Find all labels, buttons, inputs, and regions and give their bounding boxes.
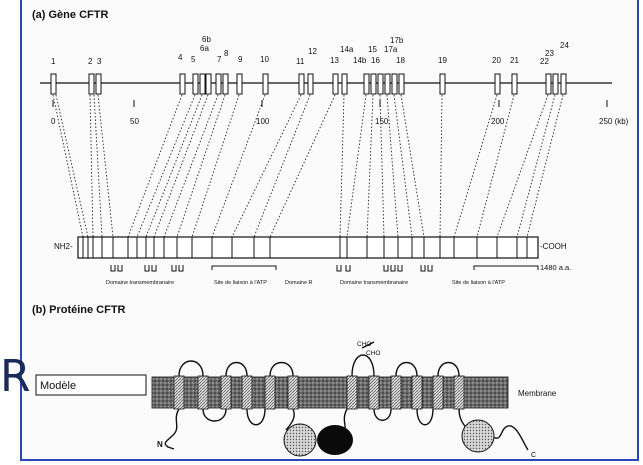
domain-brackets [211, 265, 539, 270]
exon-1 [50, 73, 57, 95]
protein-bar [77, 236, 539, 259]
length-label: 1480 a.a. [540, 263, 571, 272]
exon-label: 4 [178, 53, 183, 62]
scale-label: 200 [491, 117, 505, 126]
exon-label: 13 [330, 56, 339, 65]
domain-label: Domaine transmembranaire [106, 280, 174, 286]
exon-3 [95, 73, 102, 95]
exon-label: 6b [202, 35, 211, 44]
exon-2 [88, 73, 95, 95]
exon-15 [370, 73, 377, 95]
scale-label: 150 [375, 117, 389, 126]
exon-4 [179, 73, 186, 95]
nucleotide-binding-domain-2 [461, 419, 495, 453]
cho-label-1: CHO [357, 341, 371, 348]
exon-label: 12 [308, 47, 317, 56]
exon-label: 23 [545, 49, 554, 58]
model-box-label: Modèle [40, 380, 76, 392]
exon-label: 17b [390, 36, 404, 45]
exon-label: 21 [510, 56, 519, 65]
nh2-label: NH2- [54, 242, 73, 251]
exon-label: 14b [353, 56, 367, 65]
exon-label: 15 [368, 45, 377, 54]
exon-label: 10 [260, 55, 269, 64]
scale-label: 250 (kb) [599, 117, 629, 126]
exon-17a [384, 73, 391, 95]
exon-11 [298, 73, 305, 95]
exon-label: 20 [492, 56, 501, 65]
exon-10 [262, 73, 269, 95]
exon-18 [398, 73, 405, 95]
exon-14a [341, 73, 348, 95]
cho-label-2: CHO [366, 350, 380, 357]
exon-16 [377, 73, 384, 95]
exon-boxes [50, 73, 567, 95]
domain-label: Domaine R [285, 280, 313, 286]
transmembrane-helices [173, 375, 465, 410]
slide-title-fragment: R [0, 351, 31, 402]
exon-6a [199, 73, 206, 95]
exon-19 [439, 73, 446, 95]
exon-5 [192, 73, 199, 95]
c-terminus-label: C [531, 452, 536, 459]
exon-label: 19 [438, 56, 447, 65]
protein-loops [164, 341, 529, 451]
exon-8 [222, 73, 229, 95]
exon-label: 9 [238, 55, 243, 64]
n-terminus-label: N [157, 440, 163, 449]
exon-23 [552, 73, 559, 95]
scale-label: 50 [130, 117, 139, 126]
exon-label: 5 [191, 55, 196, 64]
regulatory-domain [317, 425, 353, 455]
exon-label: 14a [340, 45, 354, 54]
cooh-label: -COOH [540, 242, 567, 251]
exon-label: 1 [51, 57, 56, 66]
exon-label: 7 [217, 55, 222, 64]
exon-label: 16 [371, 56, 380, 65]
panel-b-title: (b) Protéine CFTR [32, 304, 126, 316]
helix-tick-marks [110, 265, 433, 272]
exon-13 [332, 73, 339, 95]
exon-label: 18 [396, 56, 405, 65]
exon-12 [307, 73, 314, 95]
exon-label: 6a [200, 44, 209, 53]
exon-21 [511, 73, 518, 95]
exon-label: 11 [296, 57, 305, 66]
scale-label: 0 [51, 117, 56, 126]
membrane-label: Membrane [518, 389, 557, 398]
exon-label: 3 [97, 57, 102, 66]
nucleotide-binding-domain-1 [283, 423, 317, 457]
cftr-figure: (a) Gène CFTR 1 2 3 4 [32, 9, 629, 459]
exon-label: 24 [560, 41, 569, 50]
exon-17b [391, 73, 398, 95]
exon-9 [236, 73, 243, 95]
membrane-band [151, 376, 509, 409]
panel-a-title: (a) Gène CFTR [32, 9, 108, 21]
exon-14b [363, 73, 370, 95]
scale-ticks [52, 100, 608, 107]
exon-7 [215, 73, 222, 95]
exon-mapping-lines [52, 94, 564, 238]
exon-label: 17a [384, 45, 398, 54]
protein-bar-dividers [82, 237, 528, 258]
exon-6b [205, 73, 212, 95]
figure-frame: (a) Gène CFTR 1 2 3 4 [20, 0, 639, 461]
model-box [35, 374, 147, 396]
exon-22 [545, 73, 552, 95]
exon-24 [560, 73, 567, 95]
scale-label: 100 [256, 117, 270, 126]
exon-label: 22 [540, 57, 549, 66]
domain-label: Site de liaison à l'ATP [214, 280, 267, 286]
exon-20 [494, 73, 501, 95]
domain-label: Site de liaison à l'ATP [452, 280, 505, 286]
domain-label: Domaine transmembranaire [340, 280, 408, 286]
exon-label: 8 [224, 49, 229, 58]
exon-label: 2 [88, 57, 93, 66]
